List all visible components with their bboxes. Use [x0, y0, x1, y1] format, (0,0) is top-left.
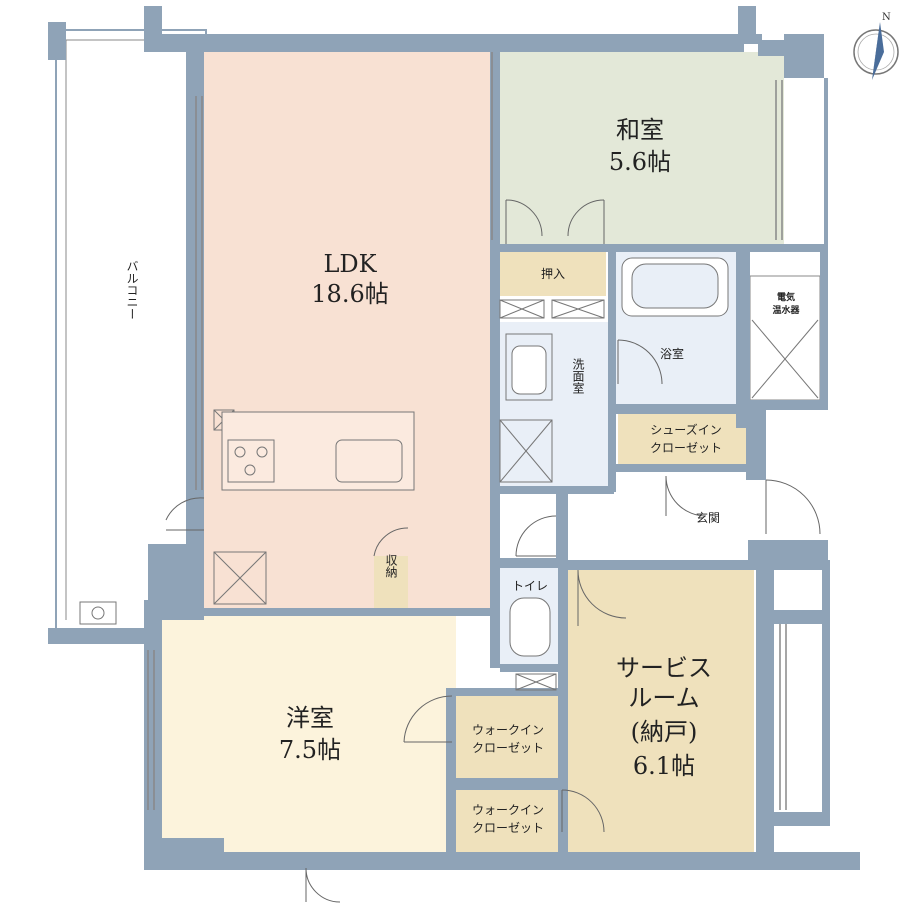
ac-unit-icon: [79, 601, 117, 625]
ldk-size: 18.6帖: [311, 280, 388, 308]
yoshitsu-name: 洋室: [286, 704, 334, 732]
oshiire-floor: [500, 250, 606, 296]
closet-marks: [499, 299, 605, 691]
doors: [165, 199, 821, 903]
window-lines: [147, 52, 787, 810]
ldk-floor: [204, 52, 496, 610]
shoes-closet-label-2: クローゼット: [650, 441, 722, 455]
washroom-label: 洗面室: [571, 358, 585, 394]
wic-1-label-2: クローゼット: [472, 741, 544, 755]
shuno-floor: [374, 556, 408, 610]
compass-north-label: N: [882, 12, 891, 23]
service-room-size: 6.1帖: [633, 752, 695, 780]
washitsu-name: 和室: [616, 116, 664, 144]
bath-label: 浴室: [660, 346, 684, 361]
wic-2-label-2: クローゼット: [472, 821, 544, 835]
balcony: バルコニー: [48, 22, 207, 644]
ldk-name: LDK: [323, 250, 377, 278]
service-room-line2: ルーム: [628, 684, 699, 712]
walls: [144, 6, 860, 870]
yoshitsu-floor: [162, 614, 456, 858]
balcony-label: バルコニー: [125, 260, 139, 320]
kitchen: [213, 409, 415, 605]
water-heater-floor: [749, 275, 821, 401]
water-heater-label-2: 温水器: [772, 304, 800, 316]
oshiire-label: 押入: [541, 267, 565, 281]
service-room-floor: [568, 568, 754, 856]
wic-1-floor: [456, 696, 558, 778]
wic-2-label-1: ウォークイン: [472, 803, 544, 817]
yoshitsu-size: 7.5帖: [279, 736, 341, 764]
shuno-label: 収納: [384, 554, 398, 578]
service-room-line1: サービス: [616, 654, 712, 682]
wic-2-floor: [456, 790, 558, 854]
service-room-line3: (納戸): [631, 718, 698, 746]
washitsu-size: 5.6帖: [609, 148, 671, 176]
washitsu-floor: [498, 52, 784, 244]
shoes-closet-floor: [618, 414, 746, 464]
toilet-label: トイレ: [512, 579, 548, 593]
shoes-closet-label-1: シューズイン: [650, 422, 721, 437]
entrance-label: 玄関: [696, 510, 720, 525]
wic-1-label-1: ウォークイン: [472, 723, 544, 737]
compass-icon: N: [853, 12, 899, 80]
water-heater-label-1: 電気: [777, 291, 795, 303]
bath-fixtures: [499, 257, 819, 657]
